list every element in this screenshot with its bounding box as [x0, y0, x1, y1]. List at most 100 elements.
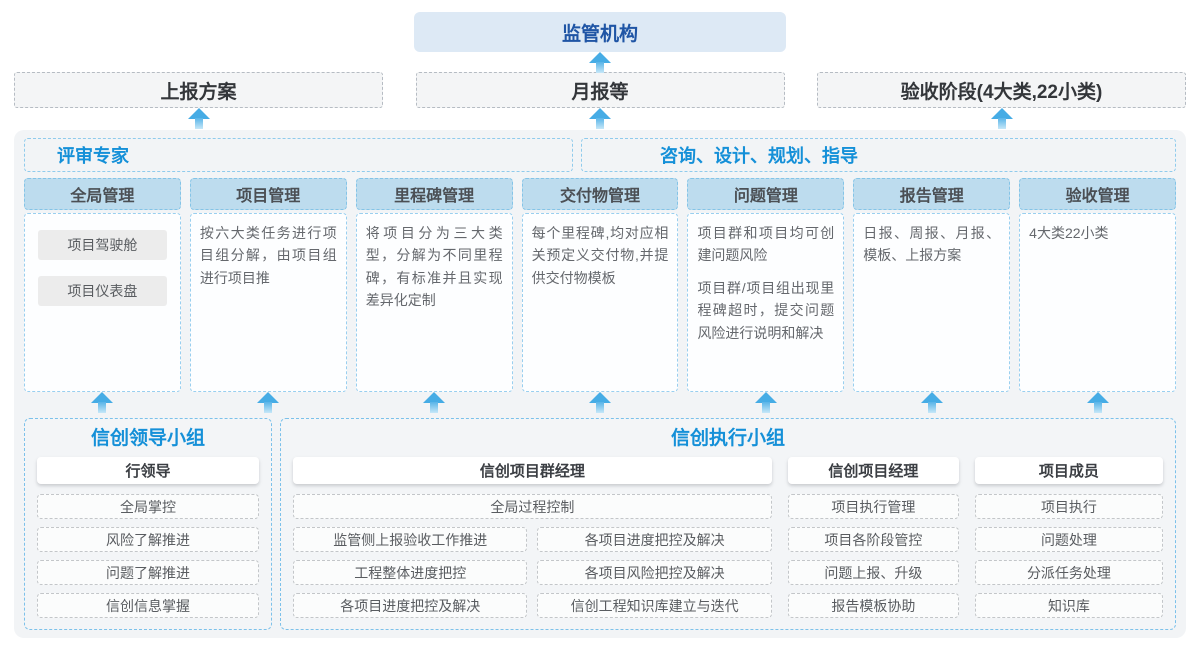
- column-body: 项目群和项目均可创建问题风险 项目群/项目组出现里程碑超时，提交问题风险进行说明…: [687, 213, 845, 392]
- arrow-row-to-columns: [24, 392, 1176, 418]
- list-item: 分派任务处理: [974, 560, 1163, 585]
- column-paragraph: 按六大类任务进行项目组分解，由项目组进行项目推: [199, 225, 337, 286]
- column-header: 里程碑管理: [355, 178, 513, 210]
- column-title: 问题管理: [733, 188, 798, 205]
- role-member: 项目成员: [974, 457, 1163, 484]
- list-item: 各项目风险把控及解决: [537, 560, 772, 585]
- arrow-cell: [14, 108, 383, 130]
- up-arrow-icon: [589, 52, 611, 73]
- column-header: 验收管理: [1019, 178, 1177, 210]
- member-items: 项目执行 问题处理 分派任务处理 知识库: [974, 494, 1163, 626]
- list-item: 报告模板协助: [787, 593, 959, 618]
- list-item: 问题了解推进: [37, 560, 259, 585]
- list-item: 项目执行管理: [787, 494, 959, 519]
- arrow-cell: [1019, 392, 1176, 413]
- list-item: 各项目进度把控及解决: [293, 593, 528, 618]
- arrow-cell: [817, 108, 1186, 130]
- tag-project-cockpit: 项目驾驶舱: [38, 230, 167, 260]
- arrow-cell: [522, 392, 679, 413]
- list-item: 知识库: [974, 593, 1163, 618]
- report-tier: 上报方案 月报等 验收阶段(4大类,22小类): [14, 72, 1186, 108]
- list-item: 问题处理: [974, 527, 1163, 552]
- platform-header-row: 评审专家 咨询、设计、规划、指导: [24, 138, 1176, 172]
- list-item: 信创信息掌握: [37, 593, 259, 618]
- report-box-acceptance-label: 验收阶段(4大类,22小类): [900, 81, 1103, 103]
- list-item: 问题上报、升级: [787, 560, 959, 585]
- program-manager-items: 监管侧上报验收工作推进 各项目进度把控及解决 工程整体进度把控 各项目风险把控及…: [293, 527, 772, 618]
- column-milestone-mgmt: 里程碑管理 将项目分为三大类型，分解为不同里程碑，有标准并且实现差异化定制: [355, 178, 513, 392]
- executor-group: 信创执行小组 信创项目群经理 全局过程控制 监管侧上报验收工作推进 各项目进度把…: [280, 418, 1176, 630]
- arrow-cell: [356, 392, 513, 413]
- column-body: 项目驾驶舱 项目仪表盘: [24, 213, 181, 392]
- executor-group-title: 信创执行小组: [670, 428, 785, 449]
- column-title: 全局管理: [70, 188, 135, 205]
- column-body: 4大类22小类: [1019, 213, 1177, 392]
- column-body: 每个里程碑,均对应相关预定义交付物,并提供交付物模板: [521, 213, 679, 392]
- member-column: 项目成员 项目执行 问题处理 分派任务处理 知识库: [974, 457, 1163, 626]
- column-paragraph: 日报、周报、月报、模板、上报方案: [863, 225, 1001, 264]
- up-arrow-icon: [423, 392, 446, 413]
- arrow-cell: [416, 108, 785, 130]
- tag-project-dashboard: 项目仪表盘: [38, 276, 167, 306]
- leader-group: 信创领导小组 行领导 全局掌控 风险了解推进 问题了解推进 信创信息掌握: [24, 418, 272, 630]
- bottom-groups: 信创领导小组 行领导 全局掌控 风险了解推进 问题了解推进 信创信息掌握 信创执…: [24, 418, 1176, 630]
- column-acceptance-mgmt: 验收管理 4大类22小类: [1019, 178, 1177, 392]
- leader-group-title: 信创领导小组: [90, 428, 205, 449]
- arrow-row-to-regulator: [14, 52, 1186, 73]
- column-report-mgmt: 报告管理 日报、周报、月报、模板、上报方案: [853, 178, 1011, 392]
- management-columns: 全局管理 项目驾驶舱 项目仪表盘 项目管理 按六大类任务进行项目组分解，由项目组…: [24, 178, 1177, 392]
- column-paragraph: 每个里程碑,均对应相关预定义交付物,并提供交付物模板: [531, 225, 669, 286]
- list-item: 全局掌控: [37, 494, 259, 519]
- up-arrow-icon: [589, 392, 611, 413]
- program-manager-column: 信创项目群经理 全局过程控制 监管侧上报验收工作推进 各项目进度把控及解决 工程…: [293, 457, 772, 626]
- column-title: 项目管理: [236, 188, 301, 205]
- leader-items: 全局掌控 风险了解推进 问题了解推进 信创信息掌握: [37, 494, 259, 618]
- arrow-cell: [853, 392, 1010, 413]
- column-header: 项目管理: [189, 178, 347, 210]
- column-body: 按六大类任务进行项目组分解，由项目组进行项目推: [189, 213, 347, 392]
- role-bank-leader: 行领导: [37, 457, 259, 484]
- column-paragraph: 项目群/项目组出现里程碑超时，提交问题风险进行说明和解决: [697, 279, 835, 341]
- role-label: 信创项目群经理: [479, 463, 585, 480]
- list-item: 信创工程知识库建立与迭代: [537, 593, 772, 618]
- report-box-acceptance: 验收阶段(4大类,22小类): [817, 72, 1186, 108]
- column-header: 报告管理: [853, 178, 1011, 210]
- column-issue-mgmt: 问题管理 项目群和项目均可创建问题风险 项目群/项目组出现里程碑超时，提交问题风…: [687, 178, 845, 392]
- column-title: 交付物管理: [560, 188, 641, 205]
- list-item: 监管侧上报验收工作推进: [293, 527, 528, 552]
- arrow-cell: [687, 392, 844, 413]
- project-manager-items: 项目执行管理 项目各阶段管控 问题上报、升级 报告模板协助: [787, 494, 959, 626]
- list-item: 项目执行: [974, 494, 1163, 519]
- up-arrow-icon: [1086, 392, 1109, 413]
- platform-container: 评审专家 咨询、设计、规划、指导 全局管理 项目驾驶舱 项目仪表盘: [14, 130, 1186, 638]
- column-deliverable-mgmt: 交付物管理 每个里程碑,均对应相关预定义交付物,并提供交付物模板: [521, 178, 679, 392]
- column-header: 全局管理: [24, 178, 181, 210]
- list-item: 全局过程控制: [293, 494, 772, 519]
- regulator-label: 监管机构: [561, 23, 638, 45]
- column-paragraph: 项目群和项目均可创建问题风险: [697, 225, 835, 264]
- role-label: 行领导: [125, 463, 171, 480]
- column-header: 问题管理: [687, 178, 845, 210]
- list-item: 工程整体进度把控: [293, 560, 528, 585]
- column-global-mgmt: 全局管理 项目驾驶舱 项目仪表盘: [24, 178, 181, 392]
- report-box-monthly-label: 月报等: [571, 81, 629, 103]
- report-box-plan-label: 上报方案: [160, 81, 237, 103]
- role-label: 项目成员: [1038, 463, 1099, 480]
- arrow-cell: [24, 392, 181, 413]
- executor-columns: 信创项目群经理 全局过程控制 监管侧上报验收工作推进 各项目进度把控及解决 工程…: [293, 457, 1163, 626]
- column-paragraph: 将项目分为三大类型，分解为不同里程碑，有标准并且实现差异化定制: [365, 225, 503, 309]
- role-project-manager: 信创项目经理: [787, 457, 959, 484]
- list-item: 各项目进度把控及解决: [537, 527, 772, 552]
- arrow-row-to-tier2: [14, 108, 1186, 130]
- review-experts-box: 评审专家: [24, 138, 573, 172]
- up-arrow-icon: [187, 108, 210, 129]
- up-arrow-icon: [920, 392, 943, 413]
- role-program-manager: 信创项目群经理: [293, 457, 772, 484]
- column-title: 里程碑管理: [394, 188, 475, 205]
- consulting-label: 咨询、设计、规划、指导: [660, 146, 858, 166]
- up-arrow-icon: [257, 392, 280, 413]
- list-item: 项目各阶段管控: [787, 527, 959, 552]
- consulting-box: 咨询、设计、规划、指导: [581, 138, 1176, 172]
- report-box-plan: 上报方案: [14, 72, 383, 108]
